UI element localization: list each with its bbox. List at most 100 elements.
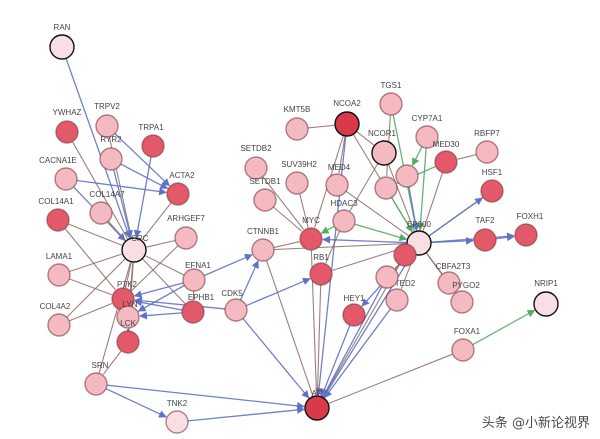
node-ncoa2[interactable]: NCOA2 [333,99,361,137]
node-circle-ran[interactable] [49,34,75,60]
node-label-cbfa2t3: CBFA2T3 [436,262,471,271]
node-circle-ywhaz[interactable] [55,120,79,144]
node-ctnnb1[interactable]: CTNNB1 [247,227,280,262]
node-ran[interactable]: RAN [49,23,75,60]
node-circle-cyp7a1[interactable] [415,125,439,149]
node-circle-ncor1[interactable] [371,140,397,166]
node-efna1[interactable]: EFNA1 [182,261,211,292]
node-circle-myc[interactable] [299,227,323,251]
node-col4a2[interactable]: COL4A2 [40,302,71,337]
node-foxh1[interactable]: FOXH1 [514,212,544,247]
node-src[interactable]: SRC [121,234,149,263]
node-circle-cbfa2t3[interactable] [437,271,461,295]
node-circle-ryr2[interactable] [99,147,123,171]
node-ar[interactable]: AR [304,389,330,421]
node-col14a1[interactable]: COL14A1 [38,197,74,232]
node-circle-suv39h2[interactable] [285,171,309,195]
node-arhgef7[interactable]: ARHGEF7 [167,214,205,250]
node-circle-col4a2[interactable] [47,313,71,337]
node-lama1[interactable]: LAMA1 [46,252,73,287]
node-circle-setdb1[interactable] [253,188,277,212]
node-circle-med1y[interactable] [395,164,419,188]
node-circle-cdk5[interactable] [224,298,248,322]
node-circle-cacna1e[interactable] [54,167,78,191]
node-med30[interactable]: MED30 [433,140,460,174]
node-circle-foxa1[interactable] [451,338,475,362]
node-circle-hey1[interactable] [342,303,366,327]
node-trpv2[interactable]: TRPV2 [94,102,120,138]
node-srn[interactable]: SRN [84,361,109,396]
node-hsf1[interactable]: HSF1 [480,168,504,203]
node-taf2[interactable]: TAF2 [473,216,497,252]
edge-foxa1-nrip1 [472,309,536,346]
node-tgs1[interactable]: TGS1 [379,81,403,116]
node-circle-rbfp7[interactable] [475,140,499,164]
node-circle-lck[interactable] [116,330,140,354]
node-col14a7[interactable]: COL14A7 [89,190,125,225]
node-pygo2[interactable]: PYGO2 [450,281,480,314]
node-cyp7a1[interactable]: CYP7A1 [412,114,443,149]
node-hey1[interactable]: HEY1 [342,294,366,327]
node-foxa1[interactable]: FOXA1 [451,327,481,362]
node-med1y[interactable] [395,164,419,188]
node-ncor1[interactable]: NCOR1 [368,129,397,166]
node-circle-foxh1[interactable] [514,223,538,247]
node-circle-med1x[interactable] [374,176,398,200]
node-circle-acta2[interactable] [166,182,190,206]
node-circle-kmt5b[interactable] [285,117,309,141]
node-circle-col14a7[interactable] [89,201,113,225]
node-circle-srn[interactable] [84,372,108,396]
node-circle-efna1[interactable] [182,268,206,292]
node-circle-trpv2[interactable] [95,114,119,138]
node-circle-lyn[interactable] [116,305,140,329]
node-trpa1[interactable]: TRPA1 [138,123,165,158]
node-lck[interactable]: LCK [116,319,140,354]
node-circle-src[interactable] [121,237,147,263]
node-circle-pygo2[interactable] [450,290,474,314]
node-circle-ephb1[interactable] [181,300,205,324]
node-ryr2[interactable]: RYR2 [99,135,123,171]
node-cited2[interactable]: CITED2 [385,279,416,312]
node-cdk5[interactable]: CDK5 [221,289,248,322]
node-med1x[interactable] [374,176,398,200]
node-setdb1[interactable]: SETDB1 [249,177,281,212]
node-rbfp7[interactable]: RBFP7 [474,129,500,164]
node-acta2[interactable]: ACTA2 [166,171,195,206]
node-circle-nrip1[interactable] [533,291,559,317]
node-circle-cited2[interactable] [385,288,409,312]
node-circle-ctnnb1[interactable] [251,238,275,262]
node-circle-med4[interactable] [325,173,349,197]
node-circle-setdb2[interactable] [244,156,268,180]
node-circle-ar[interactable] [304,395,330,421]
node-circle-med30[interactable] [434,150,458,174]
node-tnk2[interactable]: TNK2 [165,399,189,434]
node-cacna1e[interactable]: CACNA1E [39,156,78,191]
node-lyn[interactable]: LYN [116,300,140,329]
node-ywhaz[interactable]: YWHAZ [53,108,82,144]
node-circle-rb1[interactable] [309,262,333,286]
node-circle-lama1[interactable] [47,263,71,287]
node-circle-ncoa2[interactable] [334,111,360,137]
node-circle-arhgef7[interactable] [174,226,198,250]
node-cbfa2t3[interactable]: CBFA2T3 [436,262,471,295]
node-circle-trpa1[interactable] [141,134,165,158]
node-circle-hsf1[interactable] [480,179,504,203]
node-circle-tle[interactable] [393,243,417,267]
node-circle-tgs1[interactable] [379,92,403,116]
node-circle-taf2[interactable] [473,228,497,252]
node-tle[interactable] [393,243,417,267]
node-ephb1[interactable]: EPHB1 [181,293,215,324]
node-suv39h2[interactable]: SUV39H2 [281,160,317,195]
node-kmt5b[interactable]: KMT5B [284,105,311,141]
node-circle-hdac3[interactable] [332,209,356,233]
node-nrip1[interactable]: NRIP1 [533,279,559,317]
node-rb1[interactable]: RB1 [309,253,333,286]
node-myc[interactable]: MYC [299,216,323,251]
node-med4[interactable]: MED4 [325,163,351,197]
node-setdb2[interactable]: SETDB2 [240,144,272,180]
node-circle-col14a1[interactable] [46,208,70,232]
node-chd[interactable] [375,265,399,289]
node-hdac3[interactable]: HDAC3 [330,199,358,233]
node-circle-chd[interactable] [375,265,399,289]
node-circle-tnk2[interactable] [165,410,189,434]
